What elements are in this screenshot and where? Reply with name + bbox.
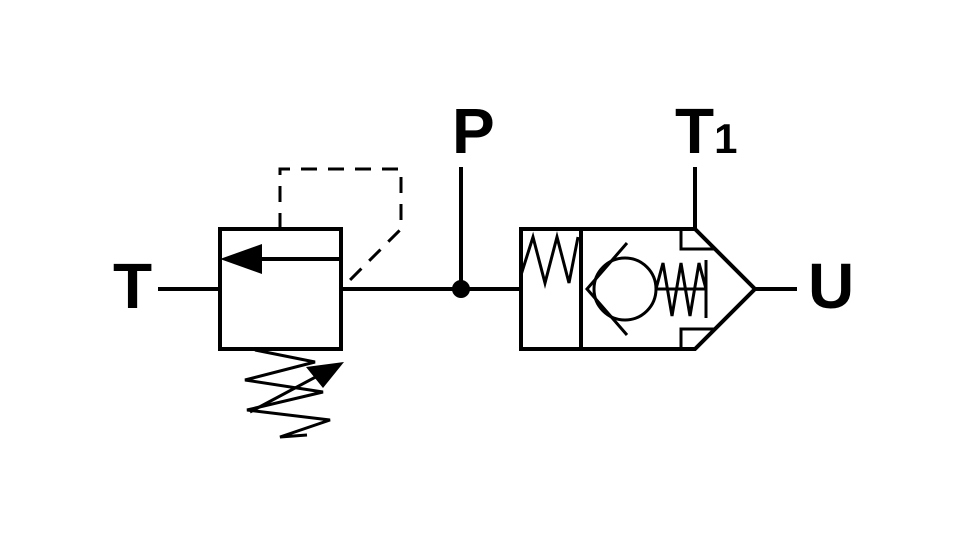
relief-flow-arrowhead	[220, 244, 262, 274]
check-valve-body	[519, 227, 758, 351]
relief-valve-body	[218, 227, 343, 351]
port-label-u: U	[808, 250, 854, 322]
junction-dot	[452, 280, 470, 298]
pilot-dashed-line	[278, 167, 403, 291]
port-label-t1-letter: T	[675, 95, 714, 167]
port-label-t: T	[113, 250, 152, 322]
relief-spring	[244, 348, 331, 439]
valve-seat	[585, 242, 629, 336]
port-label-p: P	[452, 95, 495, 167]
check-valve	[519, 227, 758, 351]
lower-port-bracket	[679, 327, 715, 349]
t1-port-bracket	[679, 229, 715, 251]
spring-adjust-line	[249, 370, 326, 414]
pressure-relief-valve	[218, 167, 403, 439]
port-label-t1: T1	[675, 95, 737, 167]
port-label-t1-subscript: 1	[714, 115, 737, 162]
check-ball	[592, 256, 658, 322]
check-spring	[654, 262, 708, 317]
spring-adjust-arrowhead	[306, 362, 344, 388]
pilot-spring	[519, 231, 580, 289]
